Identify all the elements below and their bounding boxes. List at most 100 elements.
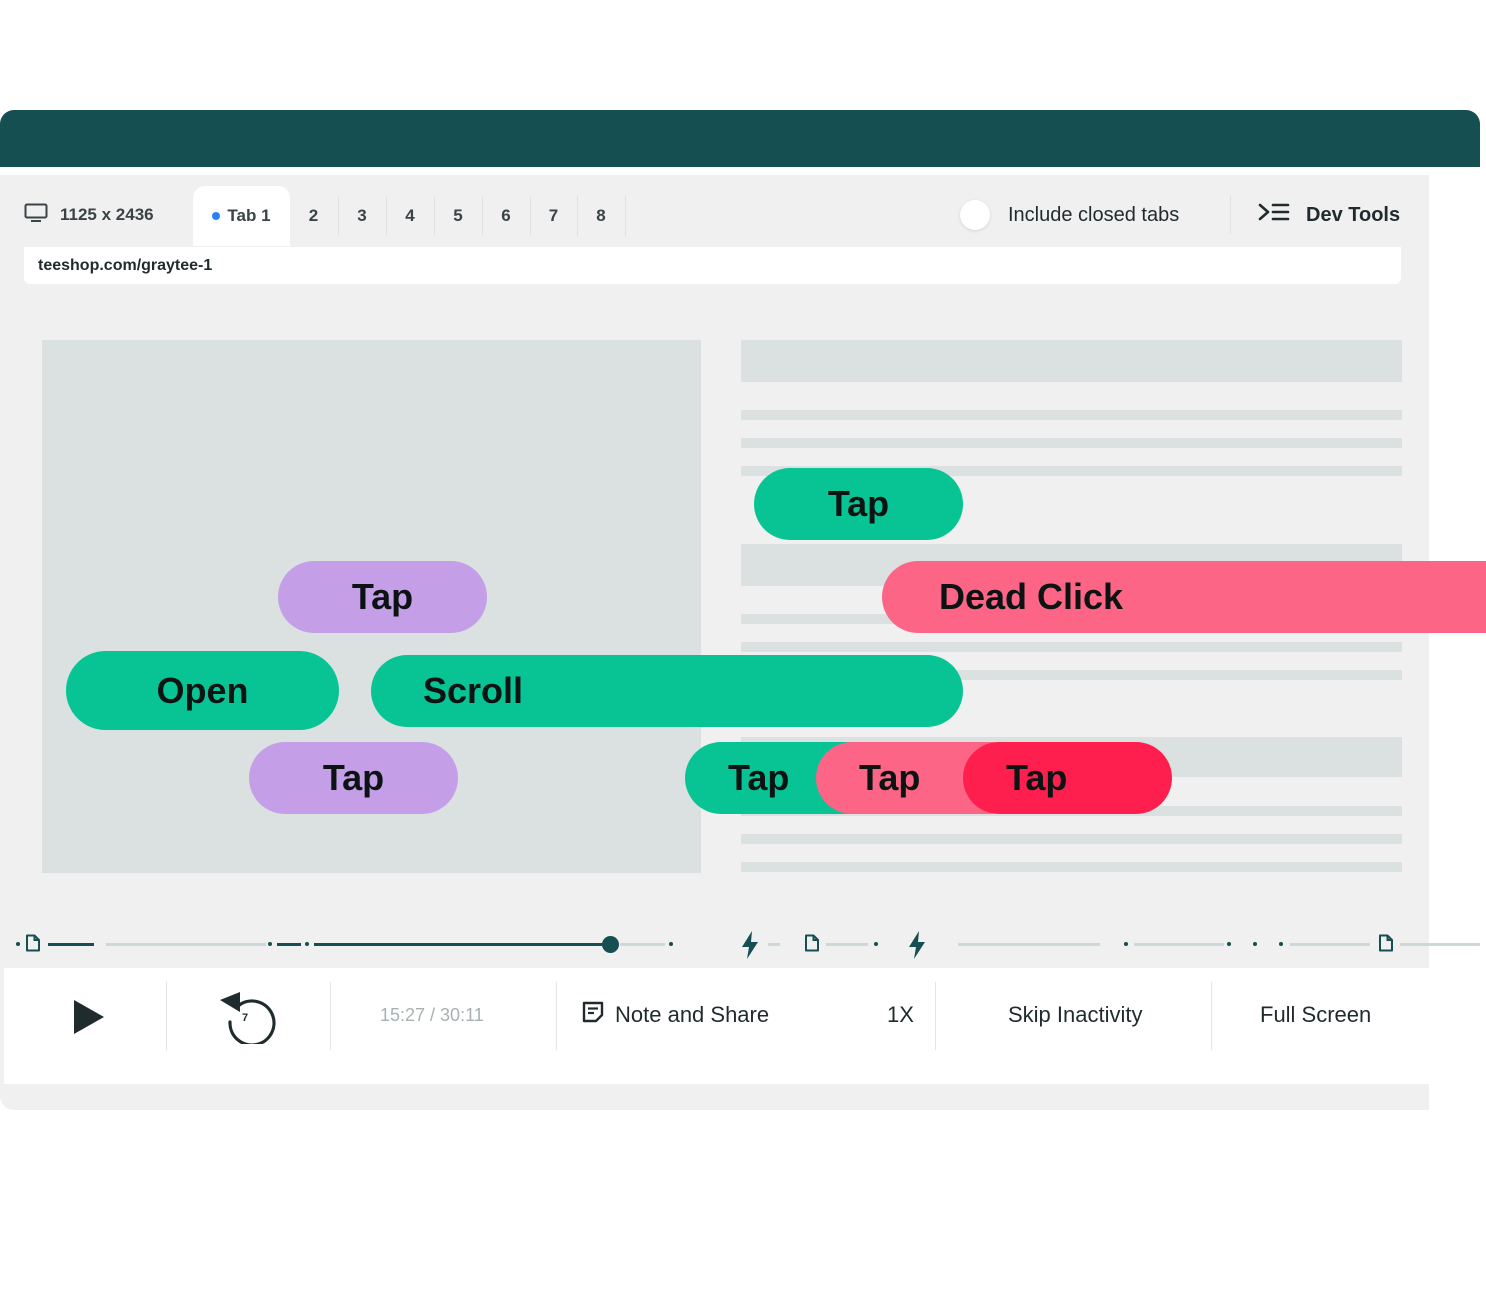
event-label: Tap (728, 757, 790, 798)
playback-controls (4, 968, 1429, 1084)
viewport-size: 1125 x 2436 (24, 200, 154, 230)
text-line-placeholder (741, 642, 1402, 652)
tab-4[interactable]: 4 (386, 186, 434, 246)
control-divider (935, 982, 936, 1050)
event-tap: Tap (278, 561, 487, 633)
tab-label: 6 (501, 206, 511, 225)
note-and-share-button[interactable]: Note and Share (581, 998, 769, 1032)
tab-label: 2 (308, 206, 319, 225)
note-icon (581, 1000, 605, 1030)
timeline-played-segment (48, 943, 94, 946)
speed-button[interactable]: 1X (887, 1002, 914, 1027)
tab-label: 5 (453, 206, 463, 225)
page-icon (25, 934, 41, 957)
full-screen-button[interactable]: Full Screen (1260, 1002, 1372, 1027)
event-label: Tap (322, 757, 385, 798)
timeline-marker (268, 942, 272, 946)
playhead-handle[interactable] (602, 936, 619, 953)
play-button[interactable] (72, 998, 106, 1036)
include-closed-tabs-toggle[interactable]: Include closed tabs (960, 198, 1179, 232)
lightning-icon (906, 930, 928, 965)
timeline-marker (305, 942, 309, 946)
toggle-label: Include closed tabs (1008, 203, 1180, 226)
event-label: Tap (351, 576, 414, 617)
text-line-placeholder (741, 670, 1402, 680)
event-label: Dead Click (939, 576, 1124, 617)
event-open: Open (66, 651, 339, 730)
play-icon (72, 1000, 106, 1040)
tab-label: 4 (405, 206, 415, 225)
tab-5[interactable]: 5 (434, 186, 482, 246)
timeline-marker (16, 942, 20, 946)
tab-separator (482, 196, 483, 236)
control-divider (556, 982, 557, 1050)
lightning-icon (739, 930, 761, 965)
note-and-share-label: Note and Share (615, 1002, 770, 1027)
rewind-icon (216, 986, 276, 1049)
page-icon (804, 934, 820, 957)
active-tab-dot (212, 212, 221, 220)
tab-3[interactable]: 3 (338, 186, 386, 246)
event-label: Tap (1006, 757, 1068, 798)
timeline-segment (826, 943, 868, 946)
event-tap: Tap (754, 468, 963, 540)
timeline-marker (1279, 942, 1283, 946)
tab-separator (386, 196, 387, 236)
dev-tools-icon (1258, 202, 1290, 228)
event-dead-click: Dead Click (882, 561, 1486, 633)
timeline-segment (1290, 943, 1370, 946)
timeline-segment (106, 943, 266, 946)
window-header-bar (0, 110, 1480, 167)
timeline-scrubber[interactable] (0, 926, 1480, 966)
timeline-marker (1227, 942, 1231, 946)
event-tap: Tap (963, 742, 1172, 814)
toggle-switch[interactable] (960, 200, 990, 230)
page-icon (1378, 934, 1394, 957)
title-placeholder (741, 340, 1402, 382)
tab-label: 3 (357, 206, 367, 225)
monitor-icon (24, 203, 48, 228)
timeline-marker (669, 942, 673, 946)
rewind-button[interactable]: 7 (216, 986, 276, 1047)
tab-1[interactable]: Tab 1 (193, 186, 290, 246)
dev-tools-button[interactable]: Dev Tools (1258, 198, 1400, 232)
text-line-placeholder (741, 438, 1402, 448)
viewport-size-label: 1125 x 2436 (60, 205, 154, 224)
event-tap: Tap (249, 742, 458, 814)
timeline-marker (874, 942, 878, 946)
text-line-placeholder (741, 834, 1402, 844)
skip-inactivity-button[interactable]: Skip Inactivity (1008, 1002, 1143, 1027)
text-line-placeholder (741, 410, 1402, 420)
rewind-seconds: 7 (242, 1012, 249, 1024)
event-label: Open (156, 669, 249, 711)
tab-separator (434, 196, 435, 236)
url-bar[interactable]: teeshop.com/graytee-1 (24, 247, 1401, 284)
tab-2[interactable]: 2 (290, 186, 337, 246)
timeline-segment (620, 943, 665, 946)
control-divider (166, 982, 167, 1050)
timeline-segment (768, 943, 780, 946)
event-label: Tap (827, 483, 890, 524)
text-line-placeholder (741, 862, 1402, 872)
tab-6[interactable]: 6 (482, 186, 530, 246)
timeline-marker (1124, 942, 1128, 946)
text-line-placeholder (741, 466, 1402, 476)
tab-7[interactable]: 7 (530, 186, 577, 246)
timeline-played-segment (314, 943, 610, 946)
time-display: 15:27 / 30:11 (380, 1004, 484, 1025)
timeline-segment (1400, 943, 1480, 946)
tab-separator (625, 196, 626, 236)
control-divider (330, 982, 331, 1050)
tab-label: 7 (548, 206, 559, 225)
url-text: teeshop.com/graytee-1 (38, 256, 213, 274)
event-label: Tap (859, 757, 921, 798)
timeline-marker (1253, 942, 1257, 946)
tab-separator (338, 196, 339, 236)
tab-label: 8 (596, 206, 606, 225)
tab-label: Tab 1 (227, 206, 271, 225)
tab-separator (530, 196, 531, 236)
tab-8[interactable]: 8 (577, 186, 625, 246)
timeline-segment (958, 943, 1100, 946)
toolbar-divider (1230, 196, 1231, 234)
event-scroll: Scroll (371, 655, 963, 727)
